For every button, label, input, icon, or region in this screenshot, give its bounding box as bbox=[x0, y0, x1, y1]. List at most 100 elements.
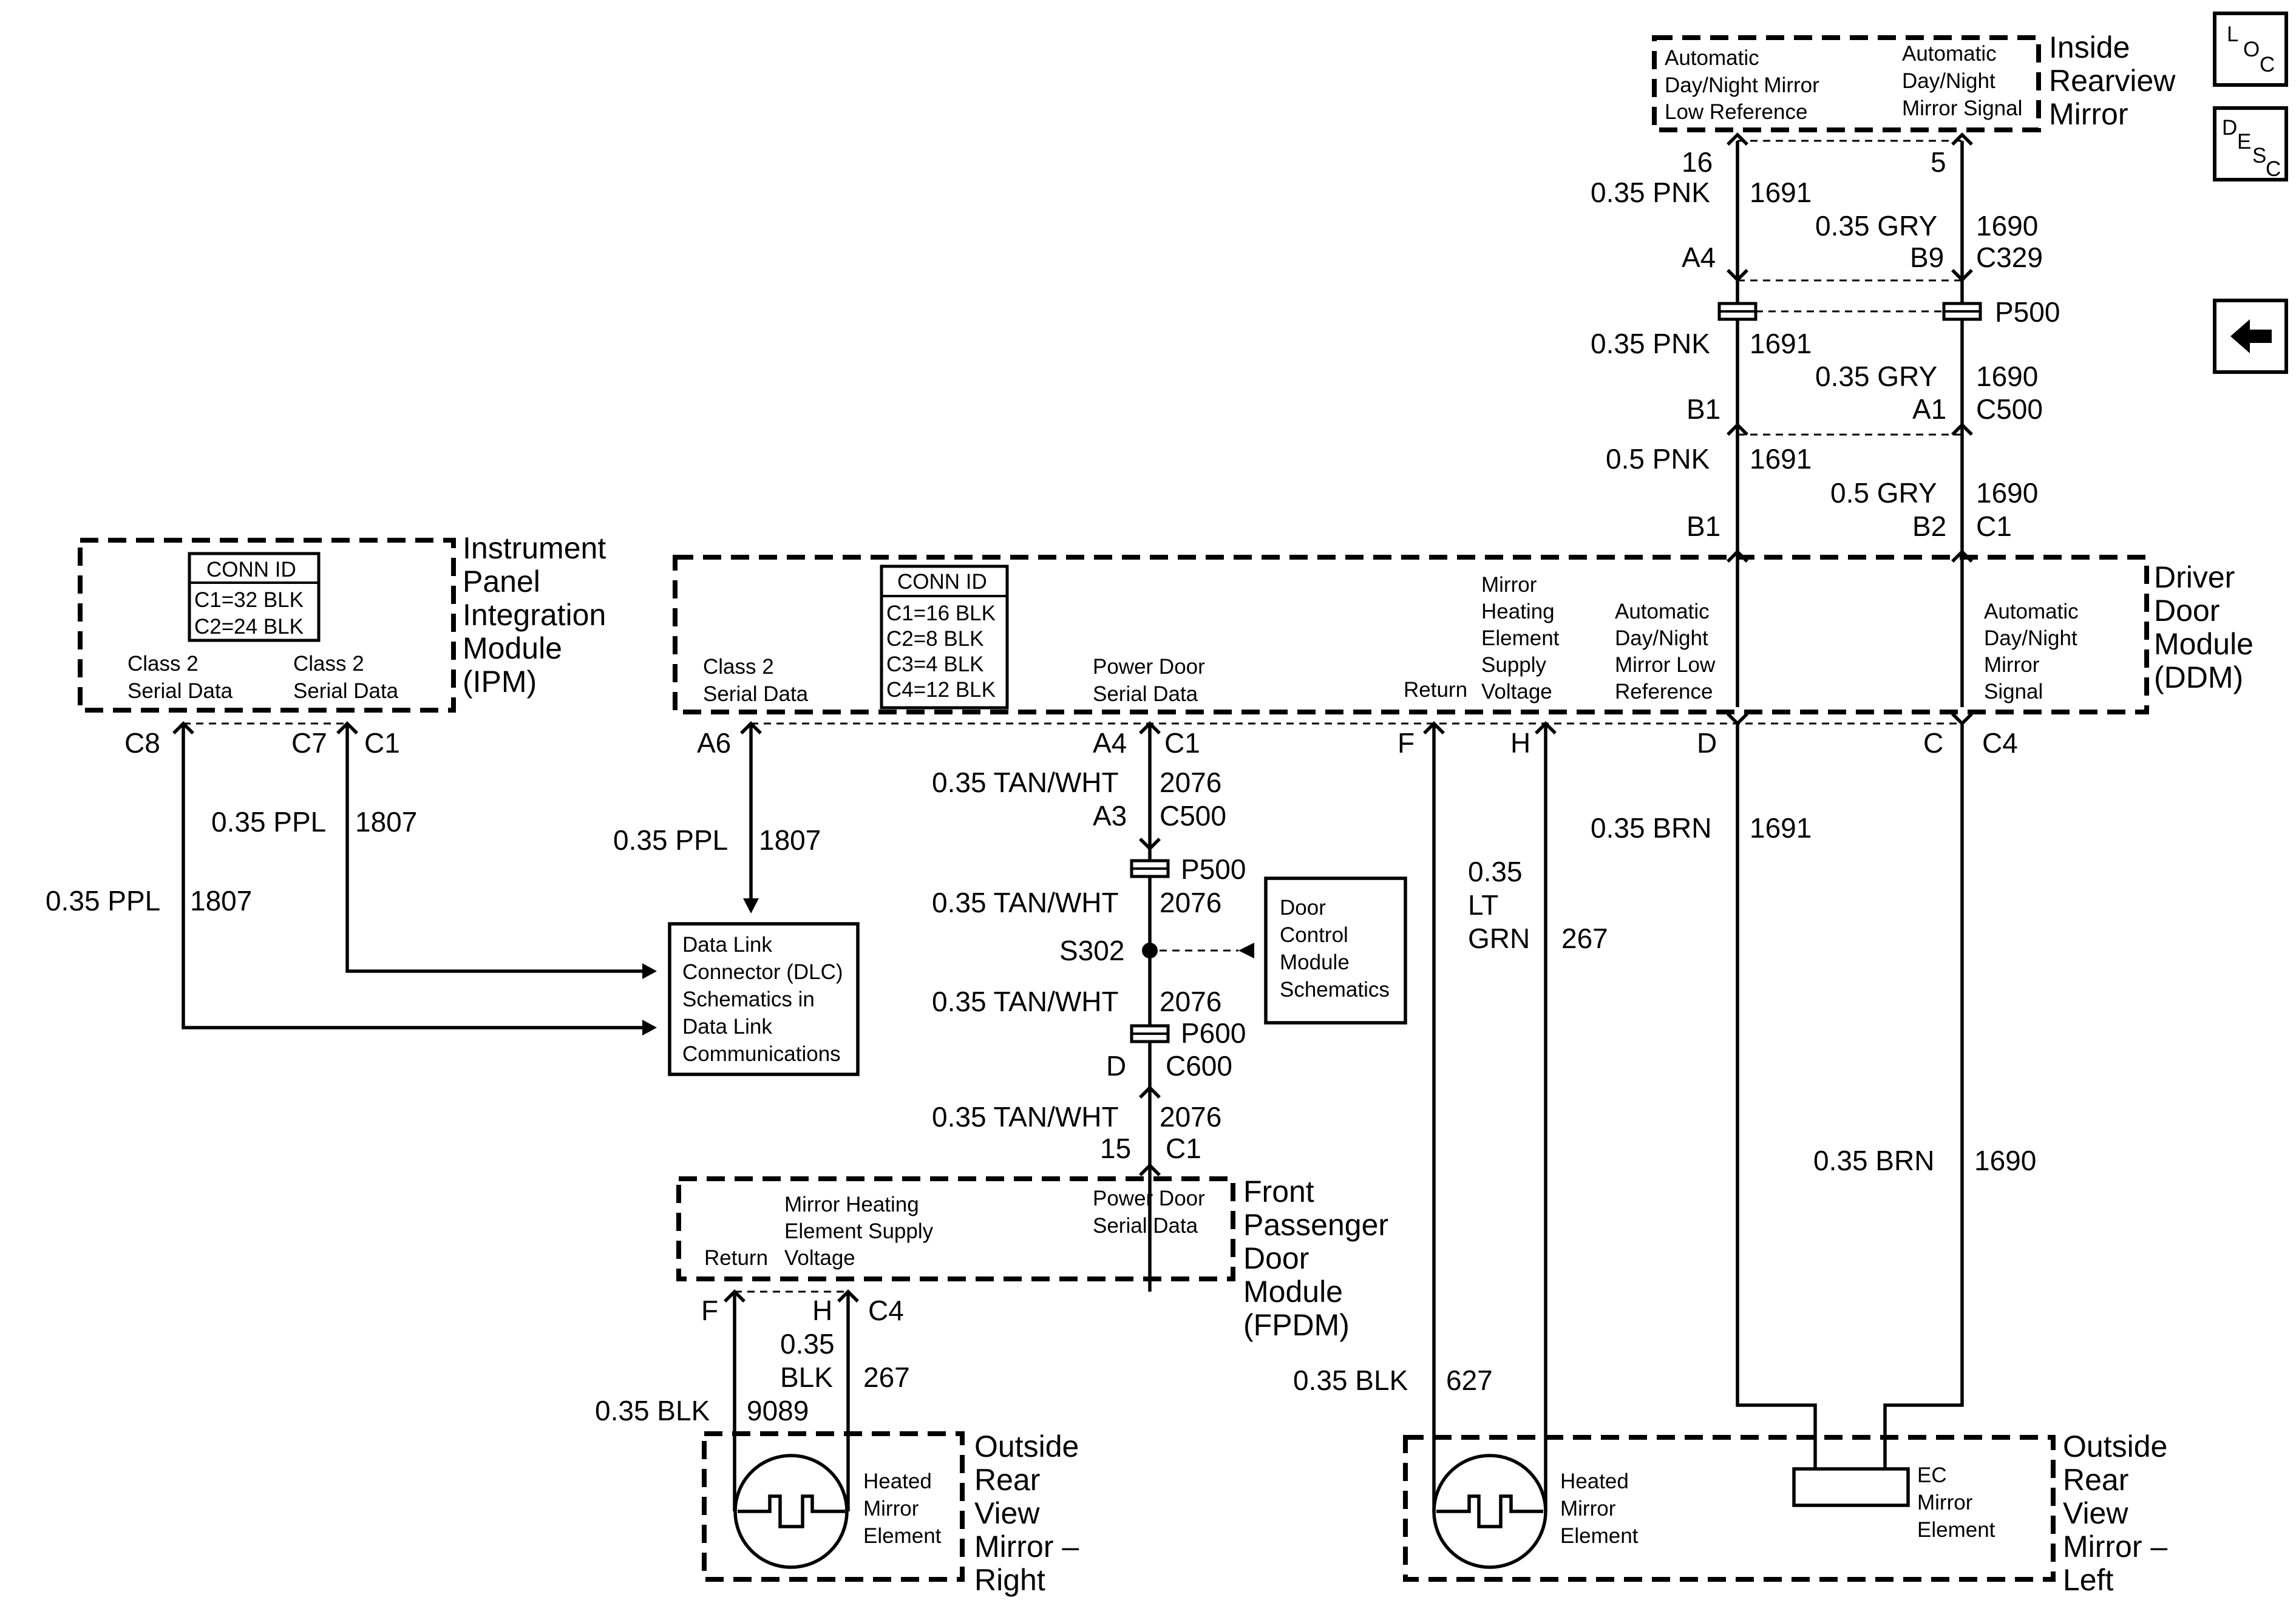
dlc-line-5: Communications bbox=[682, 1042, 841, 1066]
center-conn-c1: C1 bbox=[1166, 1133, 1201, 1164]
ddm-conn-row-1: C1=16 BLK bbox=[886, 602, 996, 625]
pin-b1-ddm: B1 bbox=[1686, 510, 1720, 542]
ddm-auto-low-4: Reference bbox=[1615, 680, 1713, 703]
left-mirror-title-4: Mirror – bbox=[2063, 1530, 2167, 1564]
back-button[interactable] bbox=[2213, 299, 2288, 374]
right-mirror-title-4: Mirror – bbox=[974, 1530, 1079, 1564]
ipm-pin-c7: C7 bbox=[291, 727, 327, 759]
heated-element-left-icon bbox=[1432, 1454, 1547, 1569]
ipm-circuit-b: 1807 bbox=[355, 806, 417, 838]
wire-pnk-a: 0.35 PNK bbox=[1591, 177, 1710, 208]
ipm-title-2: Panel bbox=[463, 564, 540, 598]
ipm-module: Instrument Panel Integration Module (IPM… bbox=[78, 531, 606, 713]
loc-button[interactable]: L O C bbox=[2213, 12, 2288, 87]
ipm-class2-b-2: Serial Data bbox=[293, 679, 399, 703]
wire-pnk-b: 0.35 PNK bbox=[1591, 328, 1710, 359]
right-heated-3: Element bbox=[863, 1524, 942, 1548]
fpdm-title-5: (FPDM) bbox=[1243, 1308, 1350, 1342]
circuit-1690-c: 1690 bbox=[1976, 477, 2038, 509]
left-mirror-module: Outside Rear View Mirror – Left Heated M… bbox=[1403, 1429, 2167, 1597]
center-2076-b: 2076 bbox=[1160, 887, 1221, 918]
pin-a1: A1 bbox=[1912, 393, 1946, 425]
p600-connector bbox=[1130, 1024, 1170, 1043]
center-tan-2: 0.35 TAN/WHT bbox=[932, 887, 1119, 918]
inside-mirror-title-2: Rearview bbox=[2049, 64, 2176, 98]
ipm-title-3: Integration bbox=[463, 598, 606, 632]
left-blk: 0.35 BLK bbox=[1293, 1364, 1408, 1396]
fpdm-power-door-2: Serial Data bbox=[1093, 1214, 1198, 1238]
dlc-line-1: Data Link bbox=[682, 933, 772, 957]
ipm-title-5: (IPM) bbox=[463, 665, 537, 699]
fpdm-title-1: Front bbox=[1243, 1175, 1314, 1209]
ddm-heat-4: Supply bbox=[1481, 653, 1547, 677]
left-ltgrn-1: 0.35 bbox=[1468, 856, 1523, 887]
dlc-line-3: Schematics in bbox=[682, 988, 815, 1011]
left-heated-1: Heated bbox=[1560, 1470, 1629, 1493]
fpdm-heat-3: Voltage bbox=[784, 1246, 855, 1270]
ddm-conn-row-2: C2=8 BLK bbox=[886, 627, 984, 651]
fpdm-blk-wire: 0.35 BLK bbox=[595, 1395, 710, 1426]
ddm-pin-a6: A6 bbox=[697, 727, 731, 759]
left-wiring-labels: 0.35 LT GRN 267 0.35 BRN 1691 0.35 BRN 1… bbox=[1293, 812, 2036, 1396]
ddm-conn-c1: C1 bbox=[1164, 727, 1200, 759]
left-mirror-title-5: Left bbox=[2063, 1563, 2114, 1597]
ipm-wire-b: 0.35 PPL bbox=[211, 806, 326, 838]
door-control-line-1: Door bbox=[1280, 896, 1326, 920]
fpdm-power-door-1: Power Door bbox=[1093, 1187, 1205, 1210]
ipm-wire-a: 0.35 PPL bbox=[46, 885, 160, 917]
left-ec-2: Mirror bbox=[1917, 1491, 1973, 1514]
ddm-auto-low-3: Mirror Low bbox=[1615, 653, 1716, 677]
pin-b1-upper: B1 bbox=[1686, 393, 1720, 425]
ddm-pin-c: C bbox=[1923, 727, 1943, 759]
circuit-1690-a: 1690 bbox=[1976, 210, 2038, 242]
ddm-class2-2: Serial Data bbox=[703, 682, 809, 706]
fpdm-blk-1: 0.35 bbox=[780, 1328, 835, 1360]
ddm-power-door-1: Power Door bbox=[1093, 655, 1205, 679]
ddm-auto-sig-1: Automatic bbox=[1984, 600, 2079, 623]
ddm-pin-f: F bbox=[1398, 727, 1415, 759]
ddm-auto-low-1: Automatic bbox=[1615, 600, 1710, 623]
left-circuit-267: 267 bbox=[1561, 923, 1608, 954]
inside-signal-2: Day/Night bbox=[1902, 69, 1995, 93]
center-pin-d: D bbox=[1106, 1050, 1126, 1082]
ddm-conn-c4: C4 bbox=[1982, 727, 2018, 759]
wire-gry-c: 0.5 GRY bbox=[1830, 477, 1937, 509]
center-tan-4: 0.35 TAN/WHT bbox=[932, 1101, 1119, 1133]
desc-e: E bbox=[2237, 130, 2251, 154]
center-conn-c600: C600 bbox=[1166, 1050, 1232, 1082]
loc-o: O bbox=[2243, 38, 2260, 61]
fpdm-circuit-267: 267 bbox=[863, 1361, 910, 1393]
fpdm-title-4: Module bbox=[1243, 1275, 1343, 1309]
fpdm-pin-h: H bbox=[812, 1295, 832, 1326]
ec-mirror-element-icon bbox=[1792, 1467, 1910, 1507]
right-mirror-module: Outside Rear View Mirror – Right Heated … bbox=[702, 1429, 1079, 1597]
left-ec-3: Element bbox=[1917, 1518, 1995, 1542]
right-mirror-title-3: View bbox=[974, 1496, 1040, 1530]
inside-signal-1: Automatic bbox=[1902, 42, 1997, 66]
center-conn-p600: P600 bbox=[1181, 1017, 1246, 1049]
dlc-line-4: Data Link bbox=[682, 1015, 772, 1039]
ddm-auto-low-2: Day/Night bbox=[1615, 626, 1708, 650]
dlc-reference-box[interactable]: Data Link Connector (DLC) Schematics in … bbox=[668, 922, 860, 1076]
ddm-power-door-2: Serial Data bbox=[1093, 682, 1198, 706]
ddm-heat-5: Voltage bbox=[1481, 680, 1552, 703]
desc-d: D bbox=[2222, 116, 2237, 140]
ipm-conn-row-1: C1=32 BLK bbox=[194, 588, 304, 612]
pin-b2: B2 bbox=[1912, 510, 1946, 542]
ddm-pin-a4: A4 bbox=[1093, 727, 1127, 759]
fpdm-blk-2: BLK bbox=[780, 1361, 833, 1393]
desc-button[interactable]: D E S C bbox=[2213, 106, 2288, 181]
door-control-reference-box[interactable]: Door Control Module Schematics bbox=[1264, 876, 1407, 1025]
ddm-pin-h: H bbox=[1510, 727, 1530, 759]
fpdm-title-2: Passenger bbox=[1243, 1208, 1388, 1242]
ddm-ppl-wire: 0.35 PPL bbox=[613, 824, 728, 856]
center-conn-c500: C500 bbox=[1160, 800, 1226, 832]
ipm-pin-c8: C8 bbox=[124, 727, 160, 759]
fpdm-pin-f: F bbox=[701, 1295, 718, 1326]
center-tan-3: 0.35 TAN/WHT bbox=[932, 986, 1119, 1017]
circuit-1690-b: 1690 bbox=[1976, 361, 2038, 392]
desc-c: C bbox=[2266, 157, 2281, 181]
p500-center-connector bbox=[1130, 859, 1170, 878]
ddm-auto-sig-4: Signal bbox=[1984, 680, 2043, 703]
